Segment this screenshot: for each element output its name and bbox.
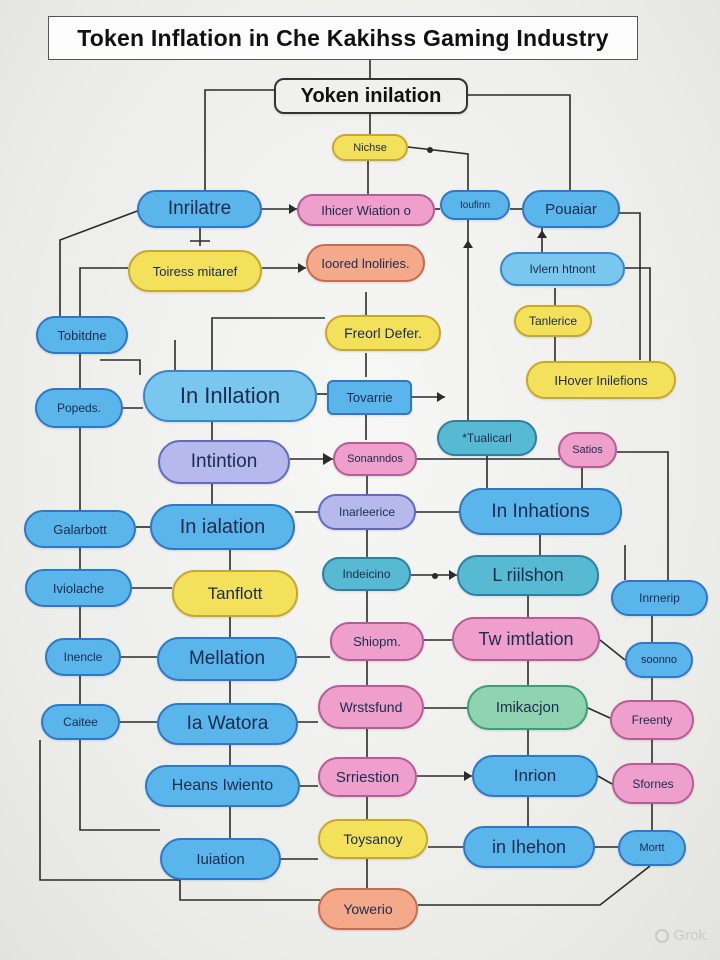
diagram-node[interactable]: Toiress mitaref xyxy=(128,250,262,292)
diagram-node[interactable]: Iuiation xyxy=(160,838,281,880)
arrowhead xyxy=(298,263,306,273)
diagram-node[interactable]: Sonanndos xyxy=(333,442,417,476)
connector xyxy=(599,639,626,661)
connector xyxy=(39,740,180,881)
arrowhead xyxy=(464,771,472,781)
diagram-node[interactable]: soonno xyxy=(625,642,693,678)
diagram-node[interactable]: Inrion xyxy=(472,755,598,797)
connector xyxy=(597,775,613,785)
junction-dot xyxy=(432,573,438,579)
diagram-node[interactable]: Tanlerice xyxy=(514,305,592,337)
connector xyxy=(190,228,210,246)
connector xyxy=(625,267,651,365)
diagram-node[interactable]: Intintion xyxy=(158,440,290,484)
connector xyxy=(204,89,274,190)
diagram-node[interactable]: In ialation xyxy=(150,504,295,550)
diagram-node[interactable]: Pouaiar xyxy=(522,190,620,228)
connector xyxy=(59,209,141,316)
diagram-node[interactable]: Ioored lnoliries. xyxy=(306,244,425,282)
diagram-node[interactable]: Inarleerice xyxy=(318,494,416,530)
diagram-node[interactable]: Tw imtlation xyxy=(452,617,600,661)
diagram-node[interactable]: in Ihehon xyxy=(463,826,595,868)
diagram-node[interactable]: IHover Inilefions xyxy=(526,361,676,399)
diagram-node[interactable]: Tovarrie xyxy=(327,380,412,415)
diagram-node[interactable]: Mellation xyxy=(157,637,297,681)
connector xyxy=(100,359,141,375)
diagram-node[interactable]: Wrstsfund xyxy=(318,685,424,729)
diagram-node[interactable]: Sfornes xyxy=(612,763,694,804)
diagram-node[interactable]: Ivlern htnont xyxy=(500,252,625,286)
diagram-node[interactable]: Ioufinn xyxy=(440,190,510,220)
connector xyxy=(418,865,651,906)
connector-paths xyxy=(39,60,669,906)
diagram-title: Token Inflation in Che Kakihss Gaming In… xyxy=(48,16,638,60)
diagram-node[interactable]: Yowerio xyxy=(318,888,418,930)
arrowhead xyxy=(289,204,297,214)
connector xyxy=(587,707,611,719)
diagram-node[interactable]: Heans Iwiento xyxy=(145,765,300,807)
diagram-node[interactable]: Popeds. xyxy=(35,388,123,428)
connector xyxy=(468,94,571,190)
grok-watermark: Grok xyxy=(655,927,706,944)
diagram-node[interactable]: Imikacjon xyxy=(467,685,588,730)
diagram-node[interactable]: Inrnerip xyxy=(611,580,708,616)
arrowhead xyxy=(323,453,333,465)
diagram-node[interactable]: Iviolache xyxy=(25,569,132,607)
diagram-node[interactable]: Srriestion xyxy=(318,757,417,797)
root-node[interactable]: Yoken inilation xyxy=(274,78,468,114)
diagram-node[interactable]: Toysanoy xyxy=(318,819,428,859)
diagram-node[interactable]: *Tualicarl xyxy=(437,420,537,456)
connector xyxy=(79,740,160,831)
diagram-node[interactable]: Inrilatre xyxy=(137,190,262,228)
diagram-node[interactable]: Tanflott xyxy=(172,570,298,617)
arrowhead xyxy=(537,230,547,238)
diagram-node[interactable]: Inencle xyxy=(45,638,121,676)
diagram-node[interactable]: Indeicino xyxy=(322,557,411,591)
junction-dot xyxy=(427,147,433,153)
diagram-node[interactable]: Freorl Defer. xyxy=(325,315,441,351)
connector xyxy=(407,146,469,425)
diagram-node[interactable]: Galarbott xyxy=(24,510,136,548)
diagram-node[interactable]: Shiopm. xyxy=(330,622,424,661)
connector xyxy=(211,317,325,372)
diagram-node[interactable]: L riilshon xyxy=(457,555,599,596)
watermark-text: Grok xyxy=(673,927,706,944)
arrowhead xyxy=(463,240,473,248)
diagram-node[interactable]: Freenty xyxy=(610,700,694,740)
diagram-node[interactable]: Nichse xyxy=(332,134,408,161)
connector xyxy=(610,212,641,360)
connector xyxy=(617,451,669,580)
arrowhead xyxy=(449,570,457,580)
arrowheads xyxy=(289,147,547,781)
diagram-node[interactable]: In Inhations xyxy=(459,488,622,535)
grok-logo-icon xyxy=(655,928,670,943)
diagram-node[interactable]: Caitee xyxy=(41,704,120,740)
diagram-node[interactable]: Ia Watora xyxy=(157,703,298,745)
connector xyxy=(79,267,128,316)
diagram-node[interactable]: Ihicer Wiation o xyxy=(297,194,435,226)
diagram-node[interactable]: Satios xyxy=(558,432,617,468)
diagram-node[interactable]: Tobitdne xyxy=(36,316,128,354)
diagram-node[interactable]: In Inllation xyxy=(143,370,317,422)
diagram-node[interactable]: Mortt xyxy=(618,830,686,866)
arrowhead xyxy=(437,392,445,402)
connector xyxy=(179,880,320,901)
